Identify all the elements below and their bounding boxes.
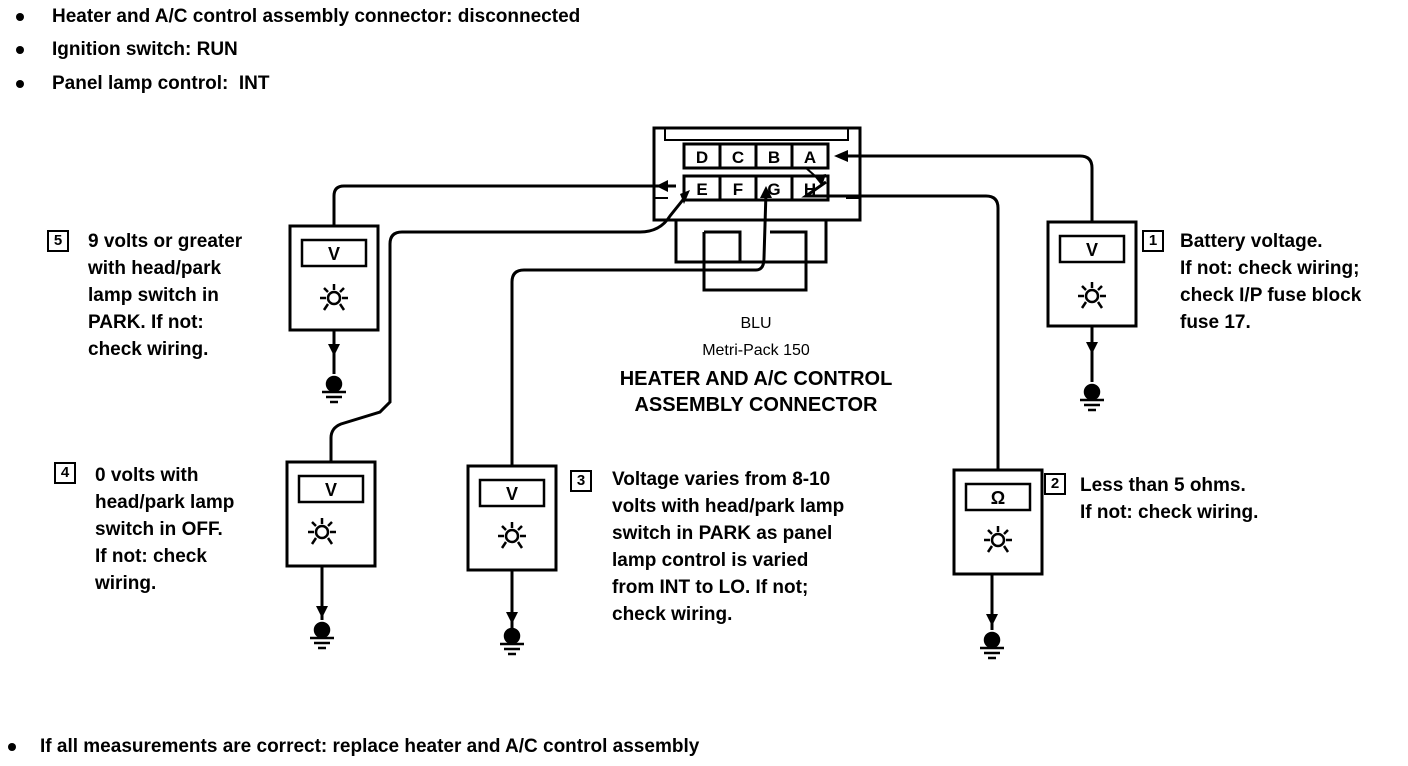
step-text-5: 9 volts or greater with head/park lamp s… [88,231,243,360]
step-text-2: Less than 5 ohms. If not: check wiring. [1080,475,1259,523]
step-number-2: 2 [1044,473,1066,495]
step-number-4: 4 [54,462,76,484]
connector-title-1: HEATER AND A/C CONTROL [619,368,893,390]
wire-step-1 [840,154,1094,222]
connector-housing [652,126,862,222]
connector-latch [674,220,828,264]
condition-bullet [16,46,24,54]
meter-label: V [1086,240,1098,260]
footer-note: If all measurements are correct: replace… [40,736,700,757]
pin-label: A [804,148,816,167]
wire-step-4 [329,195,688,462]
condition-ignition: Ignition switch: RUN [52,39,238,60]
step-text-3: Voltage varies from 8-10 volts with head… [612,469,845,625]
condition-bullet [16,80,24,88]
step-text-1: Battery voltage. If not: check wiring; c… [1180,231,1362,333]
meter-label: V [325,480,337,500]
wire-step-3 [510,191,768,466]
wire-step-5 [332,184,676,226]
footer-bullet [8,743,16,751]
meter-label: Ω [991,488,1005,508]
meter-label: V [506,484,518,504]
pin-label: D [696,148,708,167]
condition-panel-lamp: Panel lamp control: INT [52,73,270,94]
pin-label: B [768,148,780,167]
pin-label: F [733,180,743,199]
step-number-5: 5 [47,230,69,252]
wire-step-2 [801,180,1000,470]
pin-label: E [696,180,707,199]
connector-series: Metri-Pack 150 [702,342,810,359]
pin-label: C [732,148,744,167]
lamp-icons [308,282,1106,553]
step-text-4: 0 volts with head/park lamp switch in OF… [95,465,235,594]
meter-label: V [328,244,340,264]
condition-bullet [16,13,24,21]
condition-connector: Heater and A/C control assembly connecto… [52,6,581,27]
pin-label: H [804,180,816,199]
pin-label: G [767,180,780,199]
ground-symbols [310,375,1104,660]
connector-title-2: ASSEMBLY CONNECTOR [634,394,878,416]
step-number-1: 1 [1142,230,1164,252]
step-number-3: 3 [570,470,592,492]
connector-color: BLU [740,315,772,332]
